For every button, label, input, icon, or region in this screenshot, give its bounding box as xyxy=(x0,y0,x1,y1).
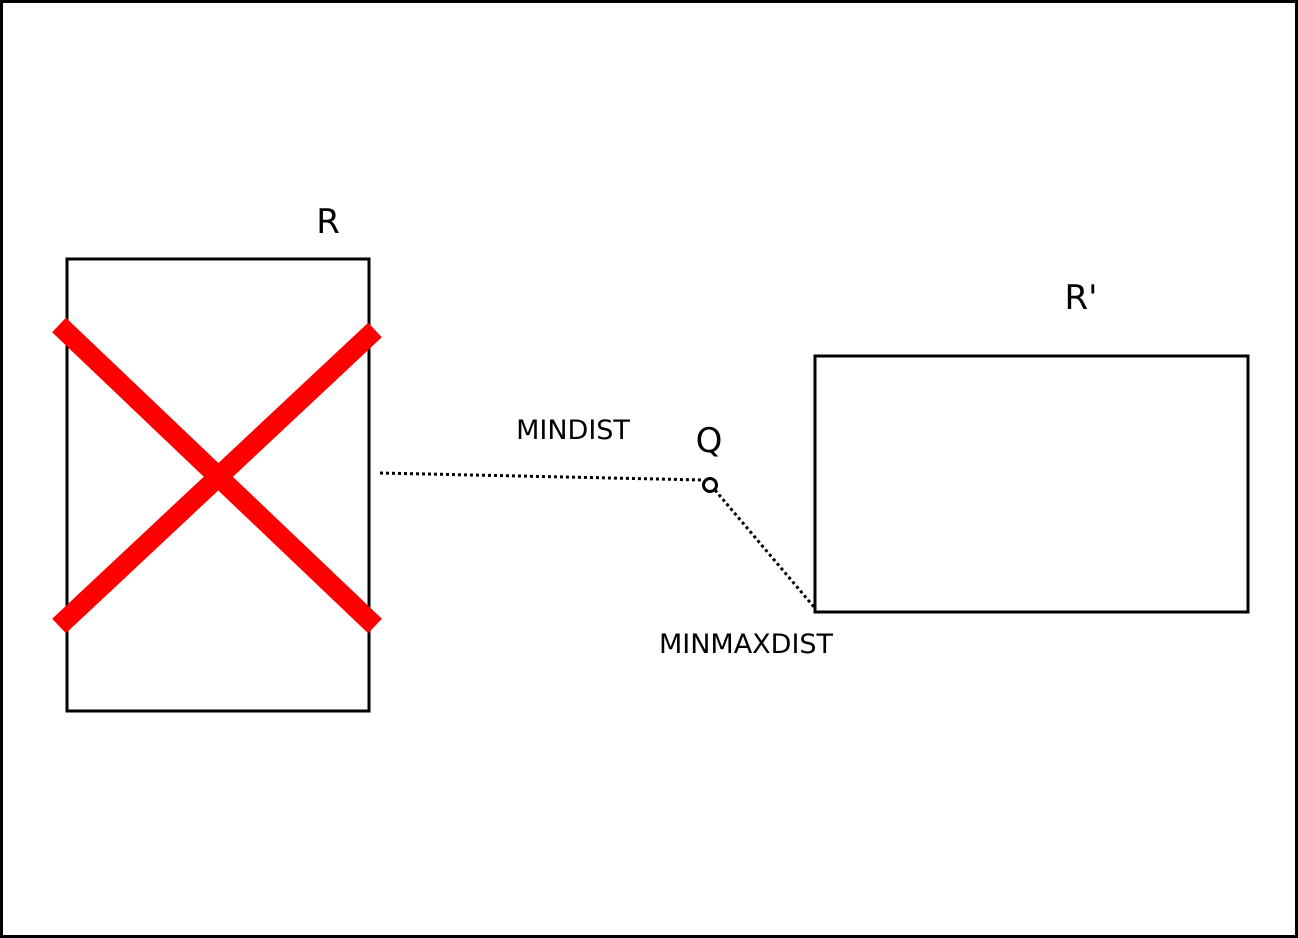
label-minmaxdist: MINMAXDIST xyxy=(659,629,834,660)
cross-stroke-2 xyxy=(52,322,382,634)
label-mindist: MINDIST xyxy=(516,415,630,446)
label-r-prime: R' xyxy=(1065,278,1098,318)
label-r: R xyxy=(316,202,340,242)
label-q: Q xyxy=(696,421,723,461)
rectangle-r-prime xyxy=(813,354,1250,614)
rectangle-r xyxy=(65,257,371,713)
minmaxdist-line xyxy=(713,489,816,608)
pruned-cross-icon xyxy=(52,317,382,634)
query-point-marker xyxy=(702,477,718,493)
